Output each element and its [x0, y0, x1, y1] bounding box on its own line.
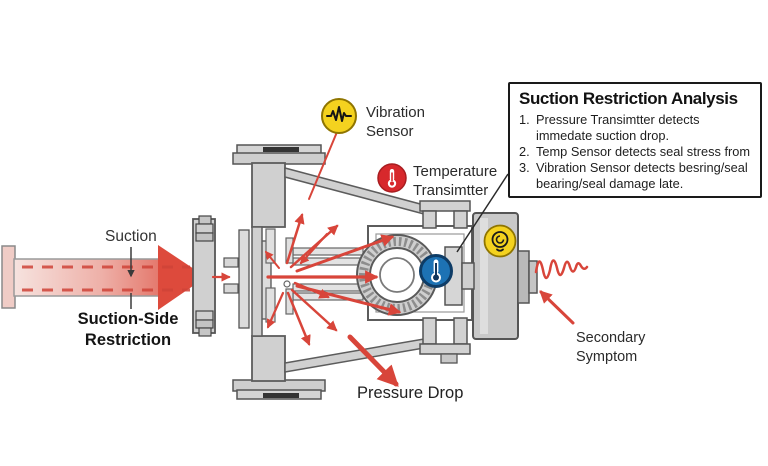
analysis-item-text: Pressure Transimtter detects immedate su…: [536, 112, 700, 143]
temperature-label-line2: Transimtter: [413, 182, 489, 199]
analysis-item-number: 1.: [519, 112, 530, 127]
analysis-item-number: 2.: [519, 144, 530, 159]
support-brackets: [419, 200, 471, 364]
vibration-pointer-line: [308, 131, 338, 200]
temperature-transmitter-icon: [377, 163, 407, 193]
pointer-lines: [127, 173, 509, 309]
analysis-box: Suction Restriction Analysis 1. Pressure…: [508, 82, 762, 198]
suction-label: Suction: [105, 228, 157, 245]
secondary-symptom-arrow: [539, 290, 575, 325]
motor-gauge-icon: [483, 224, 517, 258]
vibration-label-line2: Sensor: [366, 123, 414, 140]
secondary-symptom-label: Secondary Symptom: [576, 329, 645, 367]
secondary-label-line1: Secondary: [576, 330, 646, 346]
analysis-item-text: Vibration Sensor detects besring/seal be…: [536, 160, 748, 191]
vibration-sensor-icon: [321, 98, 357, 134]
pressure-transmitter-icon: [419, 254, 453, 288]
vibration-wave: [534, 259, 589, 280]
vibration-sensor-label: Vibration Sensor: [366, 103, 425, 141]
secondary-label-line2: Symptom: [576, 349, 638, 365]
temperature-transmitter-label: Temperature Transimtter: [413, 162, 497, 200]
analysis-item: 1. Pressure Transimtter detects immedate…: [519, 112, 752, 144]
casing-backplate: [232, 144, 326, 400]
temperature-label-line1: Temperature: [413, 163, 498, 180]
analysis-item: 3. Vibration Sensor detects besring/seal…: [519, 160, 752, 192]
suction-pipe: [1, 245, 206, 310]
suction-side-label-line2: Restriction: [84, 331, 172, 349]
flow-arrows: [211, 131, 589, 387]
analysis-item-text: Temp Sensor detects seal stress from: [536, 144, 751, 159]
suction-side-restriction-label: Suction-Side Restriction: [52, 309, 204, 351]
analysis-item-number: 3.: [519, 160, 530, 175]
suction-side-label-line1: Suction-Side: [77, 310, 179, 328]
pressure-drop-arrow: [347, 334, 399, 387]
pressure-drop-label: Pressure Drop: [357, 384, 464, 402]
analysis-item: 2. Temp Sensor detects seal stress from: [519, 144, 752, 160]
analysis-box-title: Suction Restriction Analysis: [519, 89, 738, 108]
vibration-label-line1: Vibration: [366, 104, 425, 121]
